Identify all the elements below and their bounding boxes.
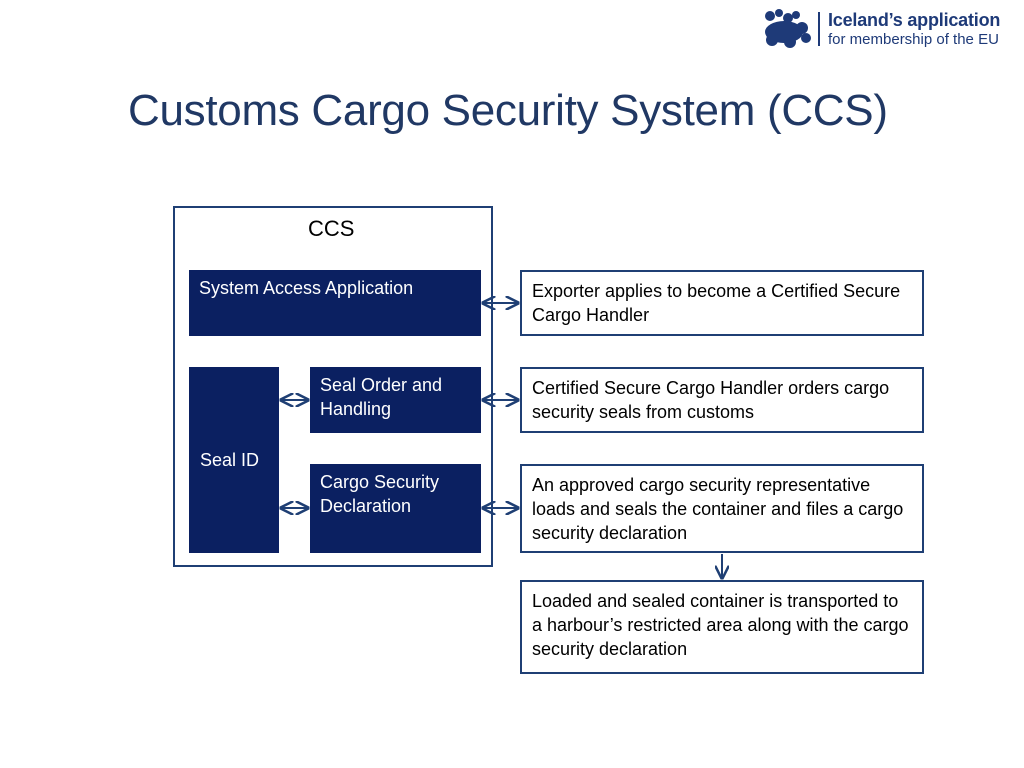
slide-title: Customs Cargo Security System (CCS) (128, 86, 888, 135)
logo-divider (818, 12, 820, 46)
representative-files-declaration-box: An approved cargo security representativ… (520, 464, 924, 553)
representative-files-declaration-text: An approved cargo security representativ… (532, 475, 904, 543)
ccs-frame-label: CCS (308, 216, 355, 241)
exporter-applies-text: Exporter applies to become a Certified S… (532, 281, 901, 325)
container-transported-text: Loaded and sealed container is transport… (532, 591, 909, 659)
system-access-application-box: System Access Application (189, 270, 481, 336)
logo-title: Iceland’s application (828, 10, 1001, 30)
seal-order-handling-box: Seal Order and Handling (310, 367, 481, 433)
handler-orders-seals-text: Certified Secure Cargo Handler orders ca… (532, 378, 890, 422)
cargo-security-declaration-label: Cargo Security Declaration (320, 472, 440, 516)
logo-subtitle: for membership of the EU (828, 31, 999, 48)
seal-order-handling-label: Seal Order and Handling (320, 375, 443, 419)
cargo-security-declaration-box: Cargo Security Declaration (310, 464, 481, 553)
seal-id-label: Seal ID (200, 450, 260, 470)
handler-orders-seals-box: Certified Secure Cargo Handler orders ca… (520, 367, 924, 433)
iceland-logo-icon (765, 9, 811, 48)
seal-id-box (189, 367, 279, 553)
exporter-applies-box: Exporter applies to become a Certified S… (520, 270, 924, 336)
eu-application-logo: Iceland’s application for membership of … (762, 8, 1012, 50)
system-access-application-label: System Access Application (199, 278, 414, 298)
container-transported-box: Loaded and sealed container is transport… (520, 580, 924, 674)
